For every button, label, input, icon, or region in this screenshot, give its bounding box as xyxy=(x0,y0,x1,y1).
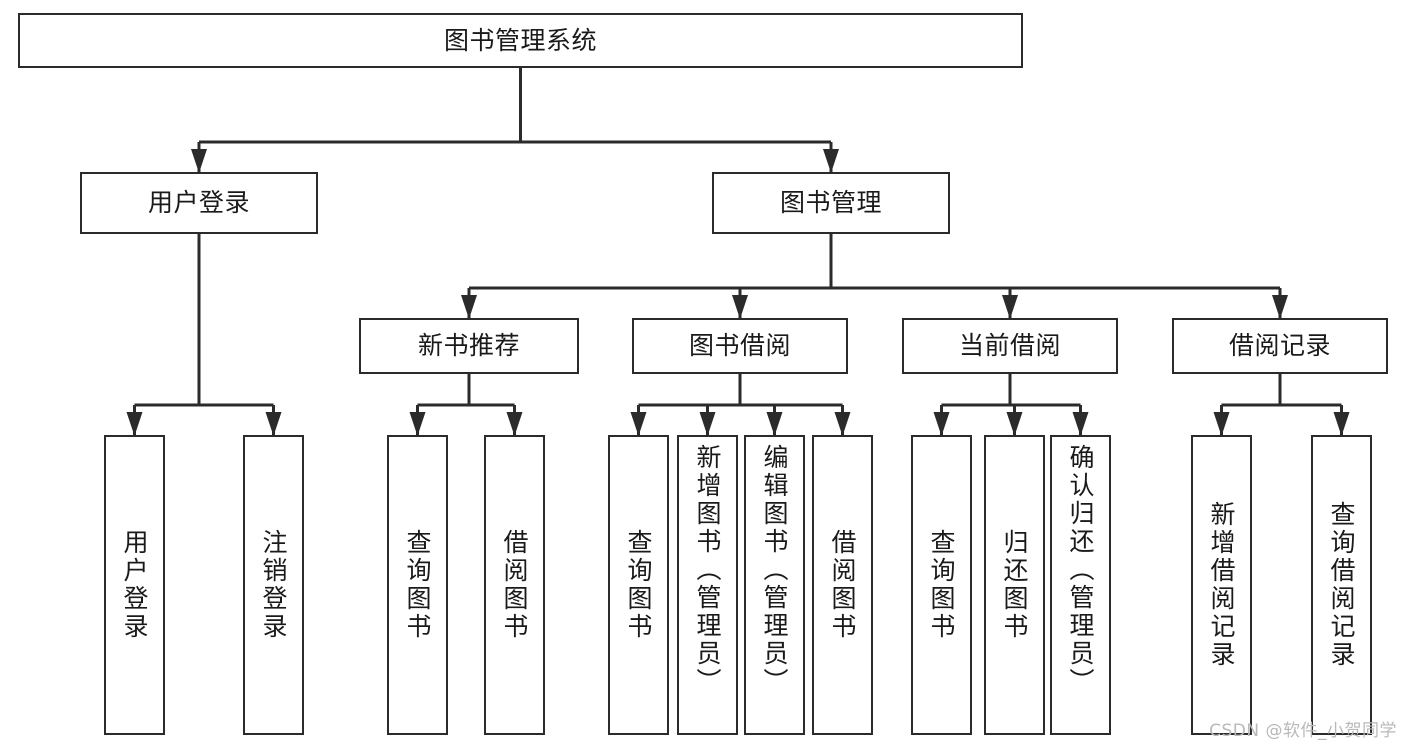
node-borrow-record[interactable]: 借阅记录 xyxy=(1172,318,1388,374)
node-leaf-query-book-a-label: 查询图书 xyxy=(403,529,432,641)
node-leaf-add-book-label: 新增图书（管理员） xyxy=(693,444,722,696)
watermark-text: CSDN @软件_小贺同学 xyxy=(1209,721,1397,741)
node-current-borrow-label: 当前借阅 xyxy=(958,331,1061,360)
node-leaf-edit-book[interactable]: 编辑图书（管理员） xyxy=(744,435,805,735)
node-leaf-query-record[interactable]: 查询借阅记录 xyxy=(1311,435,1372,735)
node-book-management[interactable]: 图书管理 xyxy=(712,172,950,234)
node-leaf-query-book-c[interactable]: 查询图书 xyxy=(911,435,972,735)
node-leaf-edit-book-label: 编辑图书（管理员） xyxy=(760,444,789,696)
node-book-management-label: 图书管理 xyxy=(779,188,882,217)
node-root-label: 图书管理系统 xyxy=(443,25,597,55)
node-leaf-query-book-a[interactable]: 查询图书 xyxy=(387,435,448,735)
node-leaf-borrow-book-a-label: 借阅图书 xyxy=(500,529,529,641)
node-leaf-confirm-return[interactable]: 确认归还（管理员） xyxy=(1050,435,1111,735)
node-leaf-borrow-book-b[interactable]: 借阅图书 xyxy=(812,435,873,735)
node-leaf-add-record-label: 新增借阅记录 xyxy=(1207,501,1236,669)
node-leaf-user-login[interactable]: 用户登录 xyxy=(104,435,165,735)
node-book-borrow[interactable]: 图书借阅 xyxy=(632,318,848,374)
node-new-book-recommendation-label: 新书推荐 xyxy=(417,331,520,360)
node-user-login-label: 用户登录 xyxy=(147,188,250,217)
node-leaf-return-book-label: 归还图书 xyxy=(1000,529,1029,641)
node-leaf-query-book-b[interactable]: 查询图书 xyxy=(608,435,669,735)
node-leaf-query-book-c-label: 查询图书 xyxy=(927,529,956,641)
node-leaf-logout[interactable]: 注销登录 xyxy=(243,435,304,735)
node-leaf-user-login-label: 用户登录 xyxy=(120,529,149,641)
node-leaf-add-record[interactable]: 新增借阅记录 xyxy=(1191,435,1252,735)
node-leaf-query-record-label: 查询借阅记录 xyxy=(1327,501,1356,669)
node-book-borrow-label: 图书借阅 xyxy=(688,331,791,360)
node-borrow-record-label: 借阅记录 xyxy=(1228,331,1331,360)
node-new-book-recommendation[interactable]: 新书推荐 xyxy=(359,318,579,374)
node-root[interactable]: 图书管理系统 xyxy=(18,13,1023,68)
node-user-login[interactable]: 用户登录 xyxy=(80,172,318,234)
node-leaf-borrow-book-a[interactable]: 借阅图书 xyxy=(484,435,545,735)
node-leaf-borrow-book-b-label: 借阅图书 xyxy=(828,529,857,641)
node-leaf-query-book-b-label: 查询图书 xyxy=(624,529,653,641)
node-current-borrow[interactable]: 当前借阅 xyxy=(902,318,1118,374)
node-leaf-return-book[interactable]: 归还图书 xyxy=(984,435,1045,735)
node-leaf-logout-label: 注销登录 xyxy=(259,529,288,641)
node-leaf-add-book[interactable]: 新增图书（管理员） xyxy=(677,435,738,735)
node-leaf-confirm-return-label: 确认归还（管理员） xyxy=(1066,444,1095,696)
